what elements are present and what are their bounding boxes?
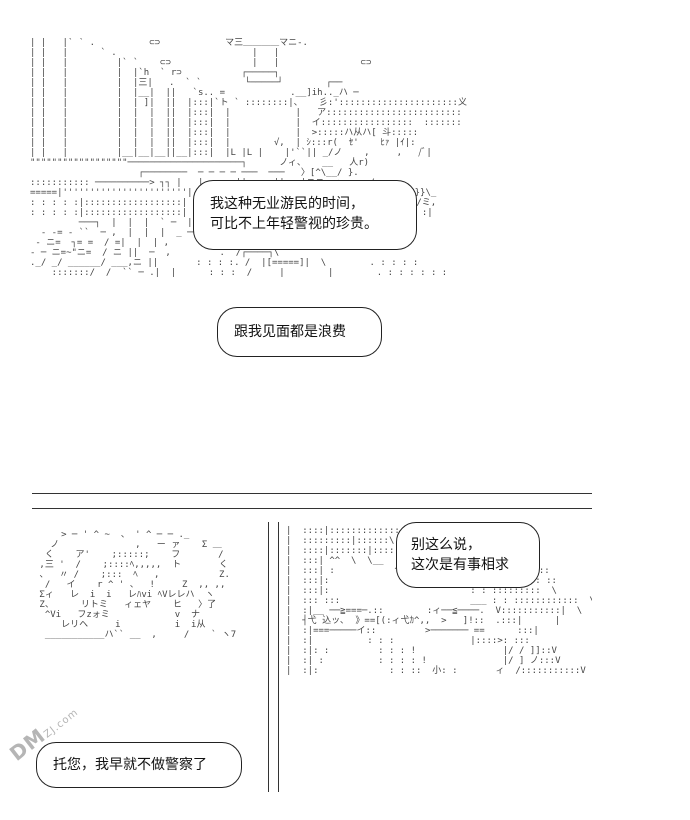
panel-divider-bottom [32, 508, 592, 509]
ascii-art-row: | :| : : : : : ! |/ ] ノ:::V [286, 656, 561, 666]
bubble-line: 可比不上年轻警视的珍贵。 [210, 216, 378, 232]
ascii-art-row: | :|: : : : : ! |/ / ]]::V [286, 646, 557, 656]
panel-divider-vertical-right [278, 522, 279, 792]
ascii-art-row: | | | | | | || |:::| | | >:::::ハ从ハ[ 斗:::… [30, 128, 419, 138]
ascii-art-row: ノ , ー ァ Σ ＿ [50, 540, 222, 550]
ascii-art-row: | :::| ^^ \ \__ [286, 556, 384, 566]
ascii-art-row: | | | | | | || |:::| | | イ::::::::::::::… [30, 118, 462, 128]
ascii-art-row: ^Vi フzォミ v ナ [44, 610, 201, 620]
speech-bubble-waste: 跟我见面都是浪费 [217, 307, 382, 357]
speech-bubble-time: 我这种无业游民的时间， 可比不上年轻警视的珍贵。 [193, 180, 417, 250]
ascii-art-row: | | | | |__| || `s.. = .__]ih.._ハ ─ [30, 88, 359, 98]
ascii-art-row: | | |` ` . ⊂⊃ マ三＿＿＿＿マニ-. [30, 38, 308, 48]
ascii-art-row: | | | |` ` ⊂⊃ | | ⊂⊃ [30, 58, 372, 68]
ascii-art-row: | :::|: : : ::::::::: \ [286, 586, 557, 596]
ascii-art-row: ┌──────── ─ ─ ─ ─ ─── ─── 〉[^\__/ }. [138, 168, 359, 178]
ascii-art-row: | | | ` . | | [30, 48, 280, 58]
speech-bubble-not-police: 托您，我早就不做警察了 [36, 742, 242, 788]
panel-divider-top [32, 493, 592, 494]
ascii-art-row: | | | | |三| . ` ` └─────┘ ┌── [30, 78, 343, 88]
ascii-art-row: - ─ ニ=~"ニ= / ニ || ─ , . /┌────┐\ [30, 248, 280, 258]
ascii-art-row: | | | | | | || |:::| | √, | ｼ:::r( ｾ' ﾋｧ… [30, 138, 416, 148]
bottom-left-ascii-art: > ─ ' ^ ~ 、 ' ^ ─ ─ ._ ノ , ー ァ Σ ＿ く ア' … [34, 530, 262, 730]
ascii-art-row: ._/ _/ ______/ ___,ニ || : : : :. / |[===… [30, 258, 419, 268]
ascii-art-row: | :|===─────イ:: >─────── == :::| [286, 626, 539, 636]
ascii-art-row: | :|__ ──≧===─.:: :ィ──≦────. V::::::::::… [286, 606, 583, 616]
ascii-art-row: | :| : : : |::::>: ::: [286, 636, 530, 646]
bubble-line: 跟我见面都是浪费 [234, 324, 346, 340]
ascii-art-row: く ア' ;:::::; フ / [44, 550, 224, 560]
ascii-art-row: | | | | | | || |:::| | | ア::::::::::::::… [30, 108, 462, 118]
ascii-art-row: / イ r ^ ' 、 ! Z ,, ,, [44, 580, 226, 590]
ascii-art-row: """"""""""""""""""─────────────────────┐… [30, 158, 370, 168]
ascii-art-row: 、 〃 / ;::: ﾍ , Z. [39, 570, 230, 580]
ascii-art-row: ___________ハ`` __ , / ` ヽ7 [34, 630, 237, 640]
speech-bubble-request: 别这么说， 这次是有事相求 [396, 522, 540, 588]
bubble-line: 这次是有事相求 [411, 557, 509, 573]
top-panel: | | |` ` . ⊂⊃ マ三＿＿＿＿マニ-. | | | ` . | | |… [30, 30, 592, 490]
bottom-left-panel: > ─ ' ^ ~ 、 ' ^ ─ ─ ._ ノ , ー ァ Σ ＿ く ア' … [30, 522, 262, 792]
ascii-art-row: > ─ ' ^ ~ 、 ' ^ ─ ─ ._ [61, 530, 190, 540]
top-panel-ascii-art: | | |` ` . ⊂⊃ マ三＿＿＿＿マニ-. | | | ` . | | |… [30, 38, 592, 490]
ascii-art-row: | | | |__|__|__||__|:::| |L |L | |'``|| … [30, 148, 432, 158]
ascii-art-row: | | | | |`h ` r⊃ ┌─────┐ [30, 68, 280, 78]
bubble-line: 别这么说， [411, 537, 481, 553]
ascii-art-row: Σィ レ i i レﾊvi ﾍVレレハ ヽ [39, 590, 215, 600]
ascii-art-row: ,三 ' / ;::::ﾍ,,,,, ト く [39, 560, 229, 570]
ascii-art-row: | ┤弋 込ッ､ 》==[(:ィ弋ｶ^,, > ]!:: .:::| | [286, 616, 561, 626]
bubble-line: 托您，我早就不做警察了 [53, 757, 207, 773]
ascii-art-row: :::::::/ / `` ─ .| | : : : / | | . : : :… [30, 268, 448, 278]
ascii-art-row: | ::: ::: ___ : : :::::::::::: \ [286, 596, 592, 606]
ascii-art-row: | :|: : : :: 小: : ィ /:::::::::::V [286, 666, 586, 676]
panel-divider-vertical-left [268, 522, 269, 792]
ascii-art-row: レリヘ i i i从 [61, 620, 206, 630]
ascii-art-row: Z、 リトミ ィェヤ ヒ 〉了 [39, 600, 217, 610]
bubble-line: 我这种无业游民的时间， [210, 196, 364, 212]
ascii-art-row: | | | | | ]| || |:::|`ト ` ::::::::|、 彡:'… [30, 98, 467, 108]
